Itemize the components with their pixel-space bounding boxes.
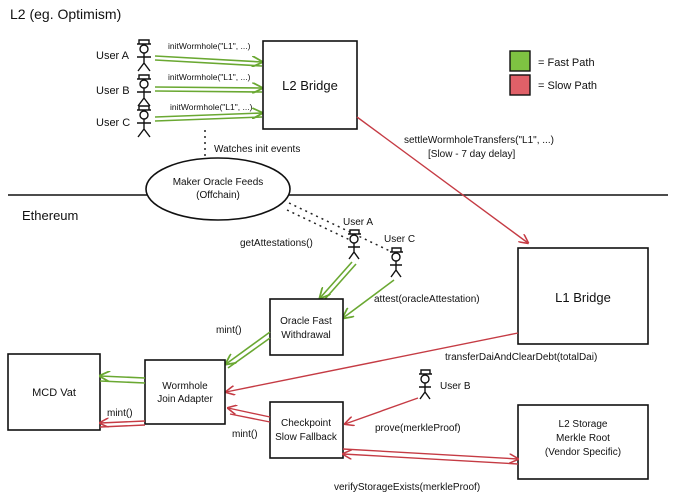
eth-user-c-label: User C <box>384 234 415 245</box>
arrow-oracle-mint-stroke <box>227 337 271 369</box>
transfer-dai-label: transferDaiAndClearDebt(totalDai) <box>445 352 597 363</box>
init-wormhole-label-a: initWormhole("L1", ...) <box>168 41 251 51</box>
arrow-transfer-dai <box>226 332 519 392</box>
mcd-vat-label: MCD Vat <box>32 387 76 399</box>
arrow-user-a-init <box>154 55 262 62</box>
l2-bridge-label: L2 Bridge <box>282 78 338 93</box>
dotted-oracle-to-user-c <box>288 202 393 253</box>
l2-region-title: L2 (eg. Optimism) <box>10 6 121 22</box>
arrow-user-a-attest <box>320 261 353 298</box>
dotted-oracle-to-user-a <box>286 209 351 241</box>
user-c-figure-icon <box>137 105 151 138</box>
arrow-checkpoint-mint-stroke <box>229 413 271 423</box>
eth-user-a-label: User A <box>343 217 373 228</box>
mint-oracle-label: mint() <box>216 325 242 336</box>
l1-bridge-box <box>517 247 649 345</box>
l1-bridge-label: L1 Bridge <box>555 290 611 305</box>
arrow-checkpoint-mint <box>228 408 271 418</box>
join-adapter-subtitle: Join Adapter <box>157 394 213 405</box>
arrow-join-to-vat-fast-stroke <box>99 380 146 384</box>
eth-user-a-figure-icon <box>348 229 361 260</box>
maker-oracle-feeds-ellipse <box>145 157 291 221</box>
init-wormhole-label-c: initWormhole("L1", ...) <box>170 102 253 112</box>
legend-slow-label: = Slow Path <box>538 80 597 92</box>
arrow-verify-storage <box>342 448 518 459</box>
arrow-user-c-attest <box>343 279 395 318</box>
oracle-fast-subtitle: Withdrawal <box>281 330 330 341</box>
user-a-figure-icon <box>137 39 151 72</box>
l2-bridge-box <box>262 40 358 130</box>
l2-storage-box <box>517 404 649 480</box>
oracle-fast-withdrawal-box <box>269 298 344 356</box>
checkpoint-slow-fallback-box <box>269 401 344 459</box>
init-wormhole-label-b: initWormhole("L1", ...) <box>168 72 251 82</box>
arrow-user-b-prove <box>345 397 419 424</box>
eth-user-b-label: User B <box>440 381 471 392</box>
user-b-label: User B <box>96 85 130 97</box>
l2-storage-vendor: (Vendor Specific) <box>545 447 621 458</box>
wormhole-join-adapter-box <box>144 359 226 425</box>
get-attestations-label: getAttestations() <box>240 238 313 249</box>
mint-vat-label: mint() <box>107 408 133 419</box>
arrow-user-b-init-stroke <box>154 90 263 93</box>
eth-user-b-figure-icon <box>419 369 432 400</box>
arrow-user-c-init <box>154 113 262 117</box>
arrow-user-b-init <box>154 87 262 88</box>
oracle-feeds-title: Maker Oracle Feeds <box>173 177 264 188</box>
ethereum-region-title: Ethereum <box>22 208 78 223</box>
settle-delay-label: [Slow - 7 day delay] <box>428 149 515 160</box>
oracle-feeds-subtitle: (Offchain) <box>196 190 240 201</box>
user-c-label: User C <box>96 117 130 129</box>
mcd-vat-box <box>7 353 101 431</box>
l2-storage-title: L2 Storage <box>559 419 608 430</box>
legend-fast-swatch <box>509 50 531 72</box>
arrow-user-c-init-stroke <box>154 116 263 122</box>
arrow-user-a-init-stroke <box>154 59 263 67</box>
user-b-figure-icon <box>137 74 151 107</box>
arrow-user-a-attest-stroke <box>324 263 357 300</box>
user-a-label: User A <box>96 50 130 62</box>
arrow-oracle-mint <box>226 331 271 364</box>
eth-user-c-figure-icon <box>390 247 403 278</box>
legend-slow-swatch <box>509 74 531 96</box>
oracle-fast-title: Oracle Fast <box>280 316 332 327</box>
l2-storage-subtitle: Merkle Root <box>556 433 610 444</box>
legend-fast-label: = Fast Path <box>538 57 595 69</box>
checkpoint-title: Checkpoint <box>281 418 331 429</box>
verify-storage-label: verifyStorageExists(merkleProof) <box>334 482 480 493</box>
arrow-join-to-vat-slow <box>100 421 146 423</box>
arrow-join-to-vat-fast <box>100 376 146 378</box>
mint-checkpoint-label: mint() <box>232 429 258 440</box>
prove-label: prove(merkleProof) <box>375 423 461 434</box>
arrow-join-to-vat-slow-stroke <box>99 424 146 428</box>
checkpoint-subtitle: Slow Fallback <box>275 432 338 443</box>
settle-transfers-label: settleWormholeTransfers("L1", ...) <box>404 135 554 146</box>
attest-label: attest(oracleAttestation) <box>374 294 480 305</box>
join-adapter-title: Wormhole <box>162 381 208 392</box>
watches-init-events-label: Watches init events <box>214 144 300 155</box>
arrow-verify-storage-return <box>343 454 519 465</box>
arrow-settle-l2-to-l1 <box>356 116 528 243</box>
